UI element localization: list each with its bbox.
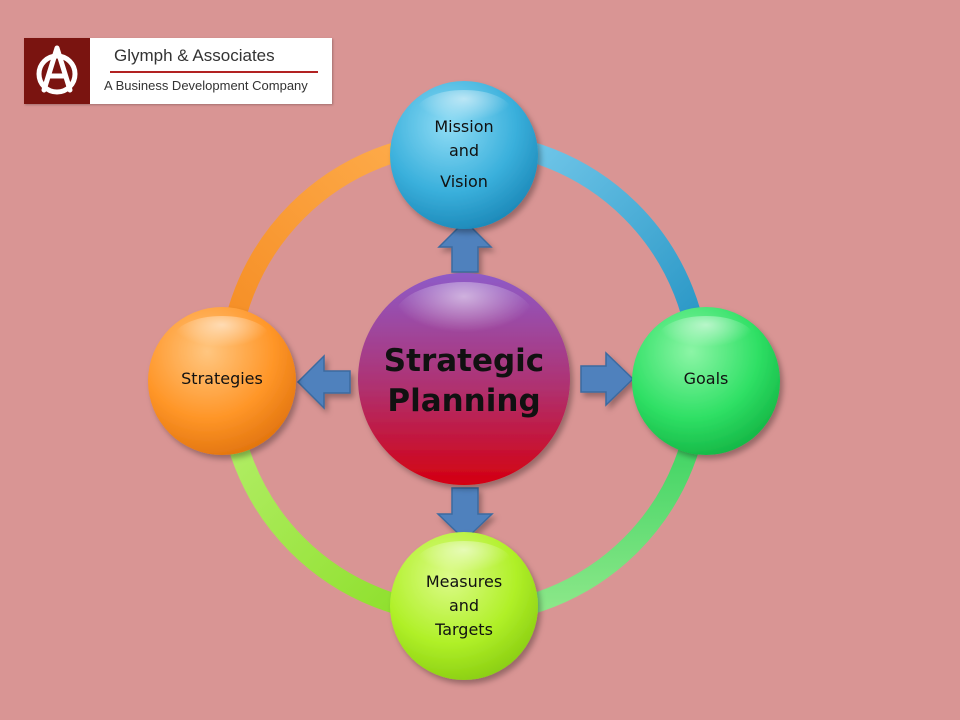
measures-label-line1: Measures	[426, 572, 502, 591]
company-logo: Glymph & Associates A Business Developme…	[24, 38, 332, 104]
mission-label-line2: and	[449, 141, 479, 160]
node-strategies	[148, 307, 296, 455]
measures-label-line3: Targets	[434, 620, 493, 639]
arrow-left-icon	[296, 354, 351, 410]
center-node	[358, 273, 570, 485]
logo-divider	[110, 71, 318, 73]
mission-label-line1: Mission	[434, 117, 493, 136]
center-label-line2: Planning	[387, 383, 540, 419]
node-mission-vision	[390, 81, 538, 229]
arrow-down-icon	[436, 487, 494, 542]
mission-label-line3: Vision	[440, 172, 488, 191]
node-measures-targets	[390, 532, 538, 680]
logo-mark-icon	[24, 38, 90, 104]
measures-label-line2: and	[449, 596, 479, 615]
company-tagline: A Business Development Company	[104, 78, 308, 93]
strategies-label: Strategies	[181, 369, 263, 388]
arrow-right-icon	[580, 351, 635, 407]
goals-label: Goals	[684, 369, 729, 388]
center-label-line1: Strategic	[384, 343, 544, 379]
arrow-up-icon	[437, 219, 493, 273]
node-goals	[632, 307, 780, 455]
company-name: Glymph & Associates	[114, 46, 275, 65]
